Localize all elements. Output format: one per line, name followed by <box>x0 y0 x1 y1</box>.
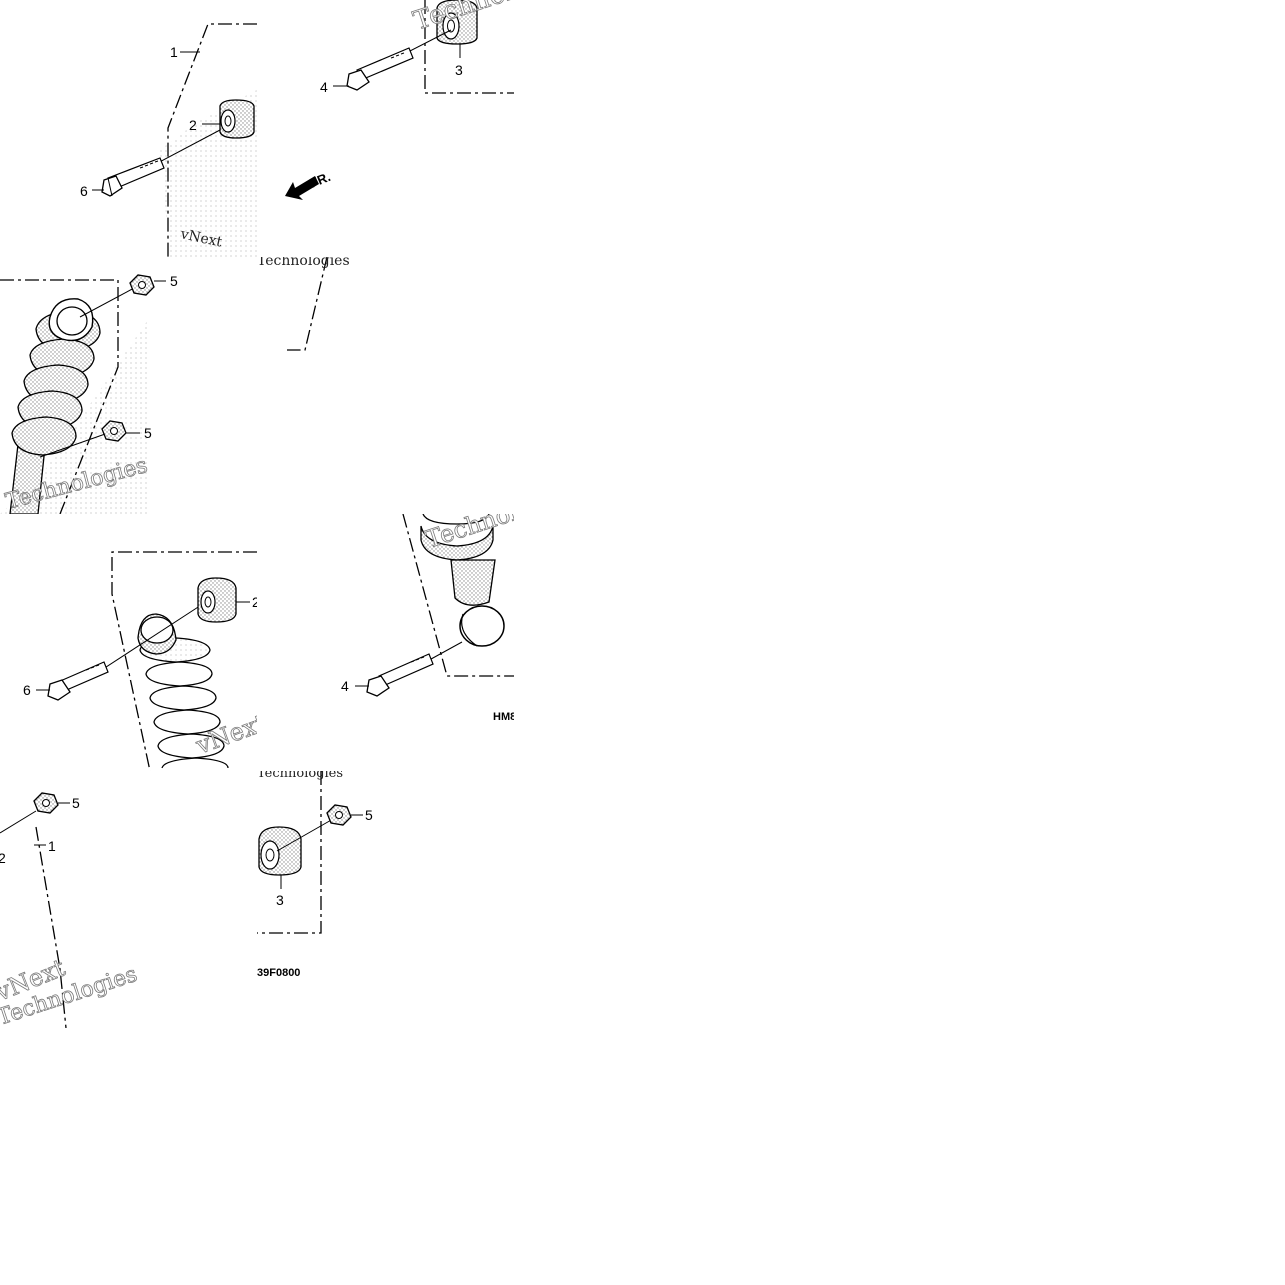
svg-text:Technologies: Technologies <box>257 257 350 269</box>
watermark: Technologies <box>257 257 350 269</box>
rubber-bushing <box>219 99 255 139</box>
rubber-bushing <box>258 826 302 876</box>
callout-4: 4 <box>341 678 349 694</box>
diagram-tile-top-left: 1 2 6 vNext <box>0 0 257 257</box>
callout-5: 5 <box>72 795 80 811</box>
mounting-bolt <box>366 641 463 697</box>
front-arrow: FR. <box>285 169 333 200</box>
callout-2: 2 <box>252 594 257 610</box>
rubber-bushing <box>197 577 237 623</box>
flange-nut <box>129 274 155 296</box>
diagram-tile-lower-right: 4 HM8 Technologies <box>257 514 514 771</box>
rubber-bushing <box>436 0 478 45</box>
diagram-tile-middle-left: 5 5 Technologies <box>0 257 257 514</box>
mounting-bolt <box>346 29 452 91</box>
callout-5: 5 <box>170 273 178 289</box>
watermark: vNext Technologies <box>0 953 141 1028</box>
diagram-tile-middle-right: Technologies <box>257 257 514 514</box>
callout-1: 1 <box>170 44 178 60</box>
svg-text:Technologies: Technologies <box>257 771 343 781</box>
flange-nut <box>326 804 352 826</box>
flange-nut <box>33 792 59 814</box>
shock-lower-eye <box>420 514 505 647</box>
callout-2: 2 <box>189 117 197 133</box>
watermark: Technologies <box>257 771 343 781</box>
mounting-bolt <box>101 129 221 197</box>
diagram-code-a: HM8 <box>493 711 514 723</box>
callout-4: 4 <box>320 79 328 95</box>
callout-1: 1 <box>48 838 56 854</box>
shock-absorber <box>137 613 229 769</box>
diagram-tile-top-right: 3 4 FR. Technologies <box>257 0 514 257</box>
callout-6: 6 <box>80 183 88 199</box>
shock-absorber <box>9 298 101 514</box>
mounting-bolt <box>47 661 109 701</box>
callout-6: 6 <box>23 682 31 698</box>
callout-3: 3 <box>276 892 284 908</box>
diagram-tile-bottom-left: 5 2 1 vNext Technologies <box>0 771 257 1028</box>
diagram-code-b: 39F0800 <box>257 967 300 979</box>
callout-5: 5 <box>365 807 373 823</box>
svg-text:FR.: FR. <box>308 169 333 191</box>
callout-5b: 5 <box>144 425 152 441</box>
callout-3: 3 <box>455 62 463 78</box>
diagram-tile-lower-left: 2 6 vNext <box>0 514 257 771</box>
diagram-tile-bottom-right: 3 5 39F0800 Technologies <box>257 771 514 1028</box>
callout-2: 2 <box>0 850 6 866</box>
